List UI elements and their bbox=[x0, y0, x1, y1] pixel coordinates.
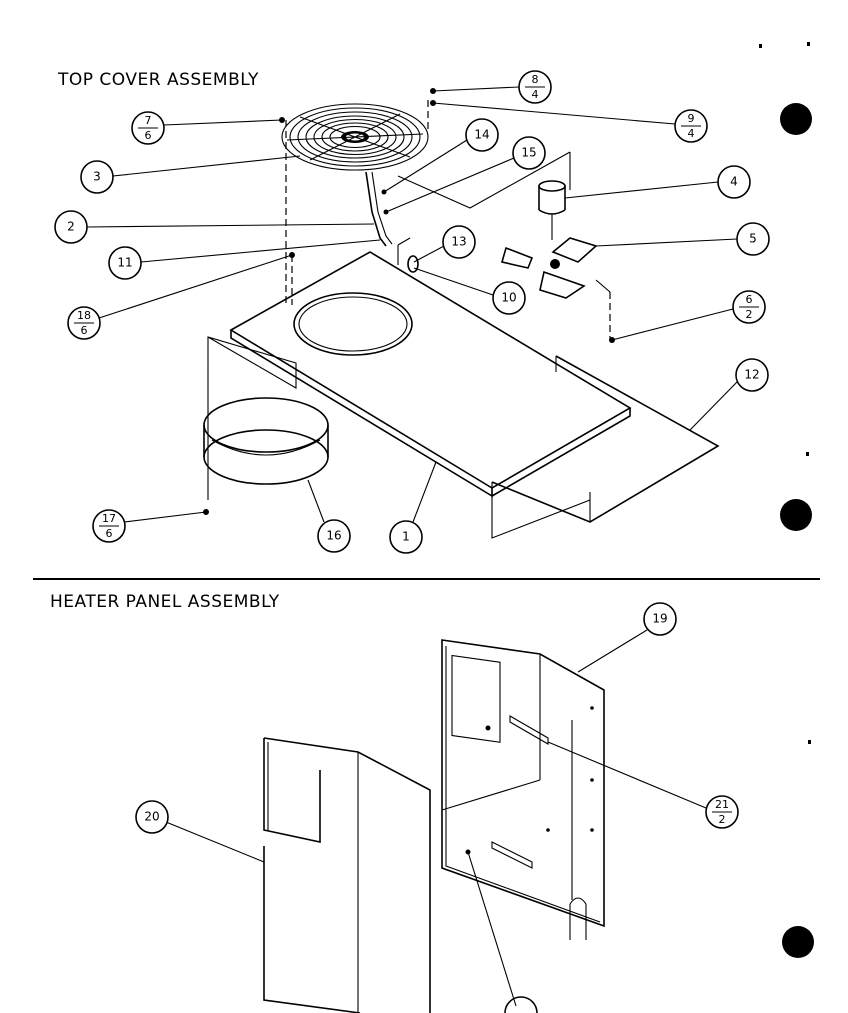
callout-19-label: 19 bbox=[652, 612, 667, 626]
punch-hole-bottom bbox=[782, 926, 814, 958]
side-panel bbox=[491, 355, 720, 539]
callout-14-label: 14 bbox=[474, 128, 489, 142]
screw-markers bbox=[203, 88, 615, 515]
callout-20-label: 20 bbox=[144, 810, 159, 824]
motor-bracket-outline bbox=[397, 151, 571, 209]
callout-21-2: 21 2 bbox=[547, 741, 739, 829]
callout-5: 5 bbox=[595, 222, 770, 256]
punch-hole-top bbox=[780, 103, 812, 135]
callout-8-4-numerator: 8 bbox=[532, 73, 539, 86]
scan-mark bbox=[759, 44, 762, 48]
callout-8-4-denominator: 4 bbox=[532, 88, 539, 101]
callout-16: 16 bbox=[307, 479, 351, 553]
scan-mark bbox=[806, 452, 809, 456]
callout-5-label: 5 bbox=[749, 232, 757, 246]
callout-16-label: 16 bbox=[326, 529, 341, 543]
section-title-heater-panel: HEATER PANEL ASSEMBLY bbox=[50, 592, 280, 612]
callout-18-6: 18 6 bbox=[67, 254, 293, 340]
leader-offpage bbox=[467, 851, 517, 1007]
callout-10: 10 bbox=[413, 267, 526, 315]
callout-11: 11 bbox=[108, 239, 381, 280]
callout-offpage-partial bbox=[504, 996, 538, 1013]
callout-6-2: 6 2 bbox=[611, 290, 766, 341]
callout-9-4: 9 4 bbox=[432, 102, 708, 143]
callout-3-label: 3 bbox=[93, 170, 101, 184]
callout-1: 1 bbox=[389, 461, 437, 554]
section-title-top-cover: TOP COVER ASSEMBLY bbox=[57, 70, 259, 90]
fan-guard-grille bbox=[281, 103, 429, 171]
callout-7-6-numerator: 7 bbox=[145, 114, 152, 127]
callout-3: 3 bbox=[80, 155, 301, 194]
callout-21-2-numerator: 21 bbox=[715, 798, 729, 811]
callout-6-2-numerator: 6 bbox=[746, 293, 753, 306]
callout-7-6: 7 6 bbox=[131, 111, 283, 145]
grommet bbox=[407, 255, 419, 273]
heater-panel-holes bbox=[465, 706, 594, 855]
callout-12: 12 bbox=[689, 358, 769, 431]
callout-17-6-denominator: 6 bbox=[106, 527, 113, 540]
callout-17-6-numerator: 17 bbox=[102, 512, 116, 525]
callout-4: 4 bbox=[564, 165, 751, 199]
callout-6-2-denominator: 2 bbox=[746, 308, 753, 321]
callout-18-6-numerator: 18 bbox=[77, 309, 91, 322]
callout-15-label: 15 bbox=[521, 146, 536, 160]
heater-panel-19 bbox=[441, 639, 605, 940]
heater-front-panel-20 bbox=[263, 737, 431, 1013]
callout-7-6-denominator: 6 bbox=[145, 129, 152, 142]
callout-12-label: 12 bbox=[744, 368, 759, 382]
callout-2-label: 2 bbox=[67, 220, 75, 234]
orifice-ring bbox=[203, 397, 329, 485]
callout-17-6: 17 6 bbox=[92, 509, 207, 543]
callout-8-4: 8 4 bbox=[432, 70, 552, 104]
callout-21-2-denominator: 2 bbox=[719, 813, 726, 826]
fan-motor-shaft bbox=[365, 171, 393, 247]
callout-9-4-numerator: 9 bbox=[688, 112, 695, 125]
callout-10-label: 10 bbox=[501, 291, 516, 305]
callout-13-label: 13 bbox=[451, 235, 466, 249]
scan-mark bbox=[807, 42, 810, 46]
callout-2: 2 bbox=[54, 210, 375, 244]
callout-19: 19 bbox=[577, 602, 677, 673]
callout-4-label: 4 bbox=[730, 175, 738, 189]
callout-20: 20 bbox=[135, 800, 265, 863]
top-cover-panel bbox=[229, 237, 632, 498]
callout-13: 13 bbox=[413, 225, 476, 263]
callout-15: 15 bbox=[385, 136, 546, 213]
skirt-panel-outline bbox=[207, 336, 297, 500]
punch-hole-middle bbox=[780, 499, 812, 531]
callout-11-label: 11 bbox=[117, 256, 132, 270]
callout-1-label: 1 bbox=[402, 530, 410, 544]
capacitor bbox=[538, 180, 566, 240]
scan-mark bbox=[808, 740, 811, 744]
callout-14: 14 bbox=[383, 118, 499, 193]
callout-9-4-denominator: 4 bbox=[688, 127, 695, 140]
callout-18-6-denominator: 6 bbox=[81, 324, 88, 337]
